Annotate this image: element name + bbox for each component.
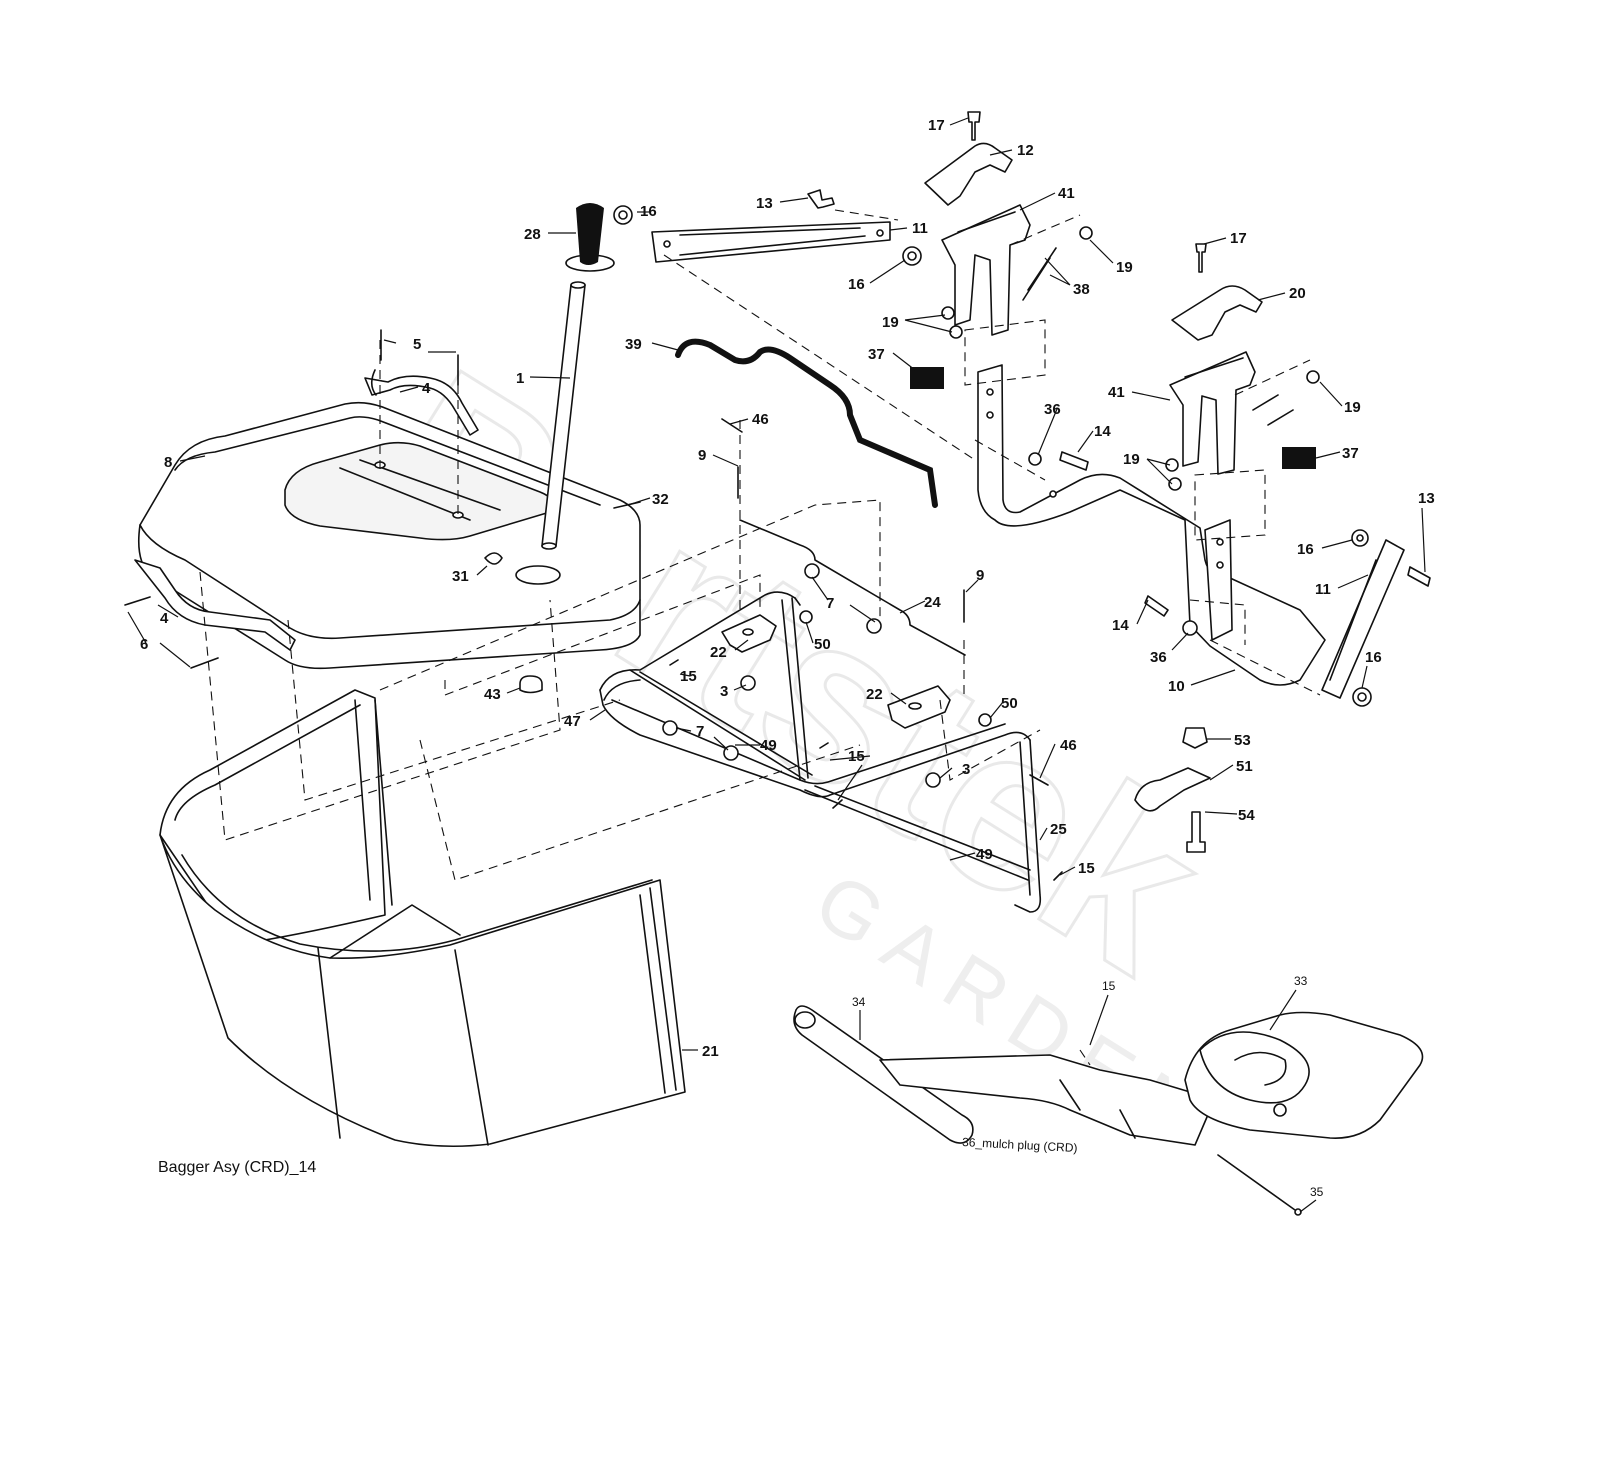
rubber-cap-37a [910, 367, 944, 389]
hardware [124, 111, 1431, 881]
bag-frame [599, 591, 1042, 913]
handle-front [134, 559, 296, 651]
label-22a: 22 [710, 644, 727, 661]
rubber-cap-37b [1282, 447, 1316, 469]
label-1: 1 [516, 370, 524, 387]
label-49b: 49 [976, 846, 993, 863]
label-15b: 15 [848, 748, 865, 765]
label-51: 51 [1236, 758, 1253, 775]
label-5: 5 [413, 336, 421, 353]
label-46b: 46 [1060, 737, 1077, 754]
label-4a: 4 [422, 380, 431, 397]
plate-11-top [651, 221, 891, 263]
label-15c: 15 [1078, 860, 1095, 877]
label-16a: 16 [640, 203, 657, 220]
label-7b: 7 [696, 723, 704, 740]
label-15d: 15 [1102, 979, 1116, 993]
label-39: 39 [625, 336, 642, 353]
label-9a: 9 [698, 447, 706, 464]
label-41b: 41 [1108, 384, 1125, 401]
label-36a: 36 [1044, 401, 1061, 418]
label-31: 31 [452, 568, 469, 585]
grass-bag [159, 689, 686, 1148]
label-9b: 9 [976, 567, 984, 584]
label-19b: 19 [882, 314, 899, 331]
label-15a: 15 [680, 668, 697, 685]
label-7a: 7 [826, 595, 834, 612]
label-28: 28 [524, 226, 541, 243]
diagram-caption: Bagger Asy (CRD)_14 [158, 1159, 316, 1176]
label-14a: 14 [1094, 423, 1111, 440]
label-12: 12 [1017, 142, 1034, 159]
label-16c: 16 [1297, 541, 1314, 558]
grip [565, 203, 615, 272]
label-22b: 22 [866, 686, 883, 703]
label-50b: 50 [1001, 695, 1018, 712]
label-17b: 17 [1230, 230, 1247, 247]
label-54: 54 [1238, 807, 1255, 824]
label-19c: 19 [1344, 399, 1361, 416]
label-6: 6 [140, 636, 148, 653]
bracket-41a [941, 204, 1031, 336]
label-24: 24 [924, 594, 941, 611]
label-36b: 36 [1150, 649, 1167, 666]
arm-10 [977, 364, 1326, 686]
label-32: 32 [652, 491, 669, 508]
label-53: 53 [1234, 732, 1251, 749]
label-46a: 46 [752, 411, 769, 428]
label-4b: 4 [160, 610, 169, 627]
label-17a: 17 [928, 117, 945, 134]
label-41a: 41 [1058, 185, 1075, 202]
label-3b: 3 [962, 761, 970, 778]
label-8: 8 [164, 454, 172, 471]
label-14b: 14 [1112, 617, 1129, 634]
label-19d: 19 [1123, 451, 1140, 468]
part-labels: 17 12 41 13 11 16 28 16 19 38 17 20 19 3… [140, 117, 1435, 1199]
label-21: 21 [702, 1043, 719, 1060]
chute-rod [541, 281, 586, 550]
rod-24 [739, 519, 966, 656]
bracket-41b [1169, 351, 1256, 475]
label-38: 38 [1073, 281, 1090, 298]
rod-39 [675, 338, 938, 508]
label-37a: 37 [868, 346, 885, 363]
label-3a: 3 [720, 683, 728, 700]
assembly-guides [199, 209, 1321, 1066]
label-34: 34 [852, 995, 866, 1009]
hook-12 [924, 142, 1013, 206]
label-19a: 19 [1116, 259, 1133, 276]
hook-20 [1171, 285, 1263, 341]
label-20: 20 [1289, 285, 1306, 302]
label-11b: 11 [1315, 581, 1331, 598]
leader-lines [127, 117, 1426, 1213]
label-10: 10 [1168, 678, 1185, 695]
label-25: 25 [1050, 821, 1067, 838]
inset-caption: 36_mulch plug (CRD) [962, 1135, 1078, 1155]
label-16b: 16 [848, 276, 865, 293]
label-33: 33 [1294, 974, 1308, 988]
label-49a: 49 [760, 737, 777, 754]
label-37b: 37 [1342, 445, 1359, 462]
label-13b: 13 [1418, 490, 1435, 507]
bracket-22a [721, 614, 777, 653]
label-16d: 16 [1365, 649, 1382, 666]
label-13a: 13 [756, 195, 773, 212]
label-35: 35 [1310, 1185, 1324, 1199]
mulch-plug-inset [793, 1005, 1424, 1216]
bracket-22b [887, 685, 951, 729]
label-43: 43 [484, 686, 501, 703]
label-11a: 11 [912, 220, 928, 237]
plate-11-right [1321, 539, 1405, 699]
label-50a: 50 [814, 636, 831, 653]
handle-top [364, 369, 479, 436]
label-47: 47 [564, 713, 581, 730]
